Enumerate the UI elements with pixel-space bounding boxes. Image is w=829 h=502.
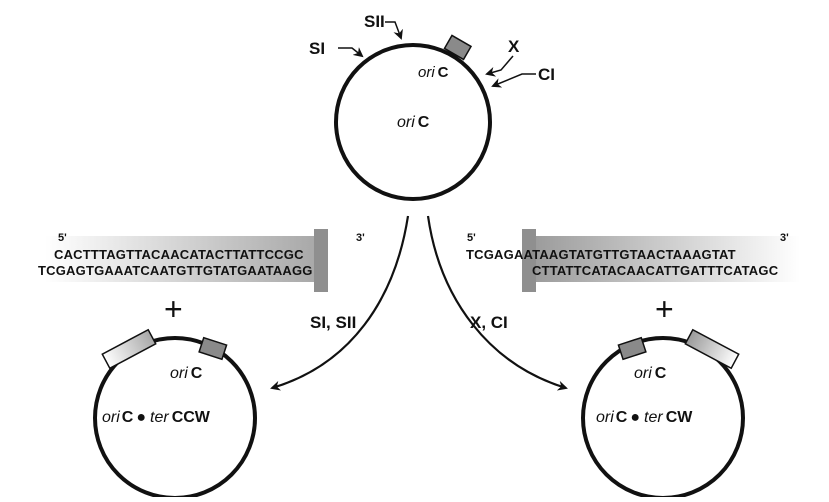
sII-pointer bbox=[385, 21, 403, 40]
right-sequence-shade bbox=[530, 236, 800, 282]
right-sequence-block: 5' 3' TCGAGAATAAGTATGTTGTAACTAAAGTAT CTT… bbox=[466, 229, 800, 292]
left-plasmid-oric-box bbox=[198, 336, 228, 361]
top-oric-insert-box bbox=[443, 34, 473, 61]
top-plasmid-ring bbox=[334, 43, 492, 201]
right-plus-sign: + bbox=[655, 291, 674, 327]
left-plasmid-sequence-insert bbox=[101, 328, 157, 370]
right-reaction-arrow bbox=[426, 215, 568, 391]
right-five-prime: 5' bbox=[467, 232, 476, 244]
left-sequence-shade bbox=[45, 236, 317, 282]
right-plasmid-oric-box bbox=[617, 336, 647, 361]
right-bottom-strand: CTTATTCATACAACATTGATTTCATAGC bbox=[532, 263, 779, 278]
site-label-sII: SII bbox=[364, 12, 385, 31]
left-top-strand: CACTTTAGTTACAACATACTTATTCCGC bbox=[54, 247, 304, 262]
sI-pointer bbox=[338, 47, 364, 58]
cI-pointer bbox=[491, 73, 536, 88]
site-label-x: X bbox=[508, 37, 520, 56]
site-label-sI: SI bbox=[309, 39, 325, 58]
left-reaction-arrow bbox=[270, 215, 410, 391]
x-pointer bbox=[485, 55, 514, 77]
right-top-strand: TCGAGAATAAGTATGTTGTAACTAAAGTAT bbox=[466, 247, 736, 262]
left-five-prime: 5' bbox=[58, 232, 67, 244]
left-sequence-block: 5' 3' CACTTTAGTTACAACATACTTATTCCGC TCGAG… bbox=[38, 229, 365, 292]
right-sequence-marker-bar bbox=[522, 229, 536, 292]
left-three-prime: 3' bbox=[356, 232, 365, 244]
right-three-prime: 3' bbox=[780, 232, 789, 244]
right-plasmid-sequence-insert bbox=[684, 328, 740, 370]
left-bottom-strand: TCGAGTGAAATCAATGTTGTATGAATAAGG bbox=[38, 263, 313, 278]
left-arrow-label: SI, SII bbox=[310, 313, 356, 332]
left-sequence-marker-bar bbox=[314, 229, 328, 292]
right-arrow-label: X, CI bbox=[470, 313, 508, 332]
left-plus-sign: + bbox=[164, 291, 183, 327]
site-label-cI: CI bbox=[538, 65, 555, 84]
